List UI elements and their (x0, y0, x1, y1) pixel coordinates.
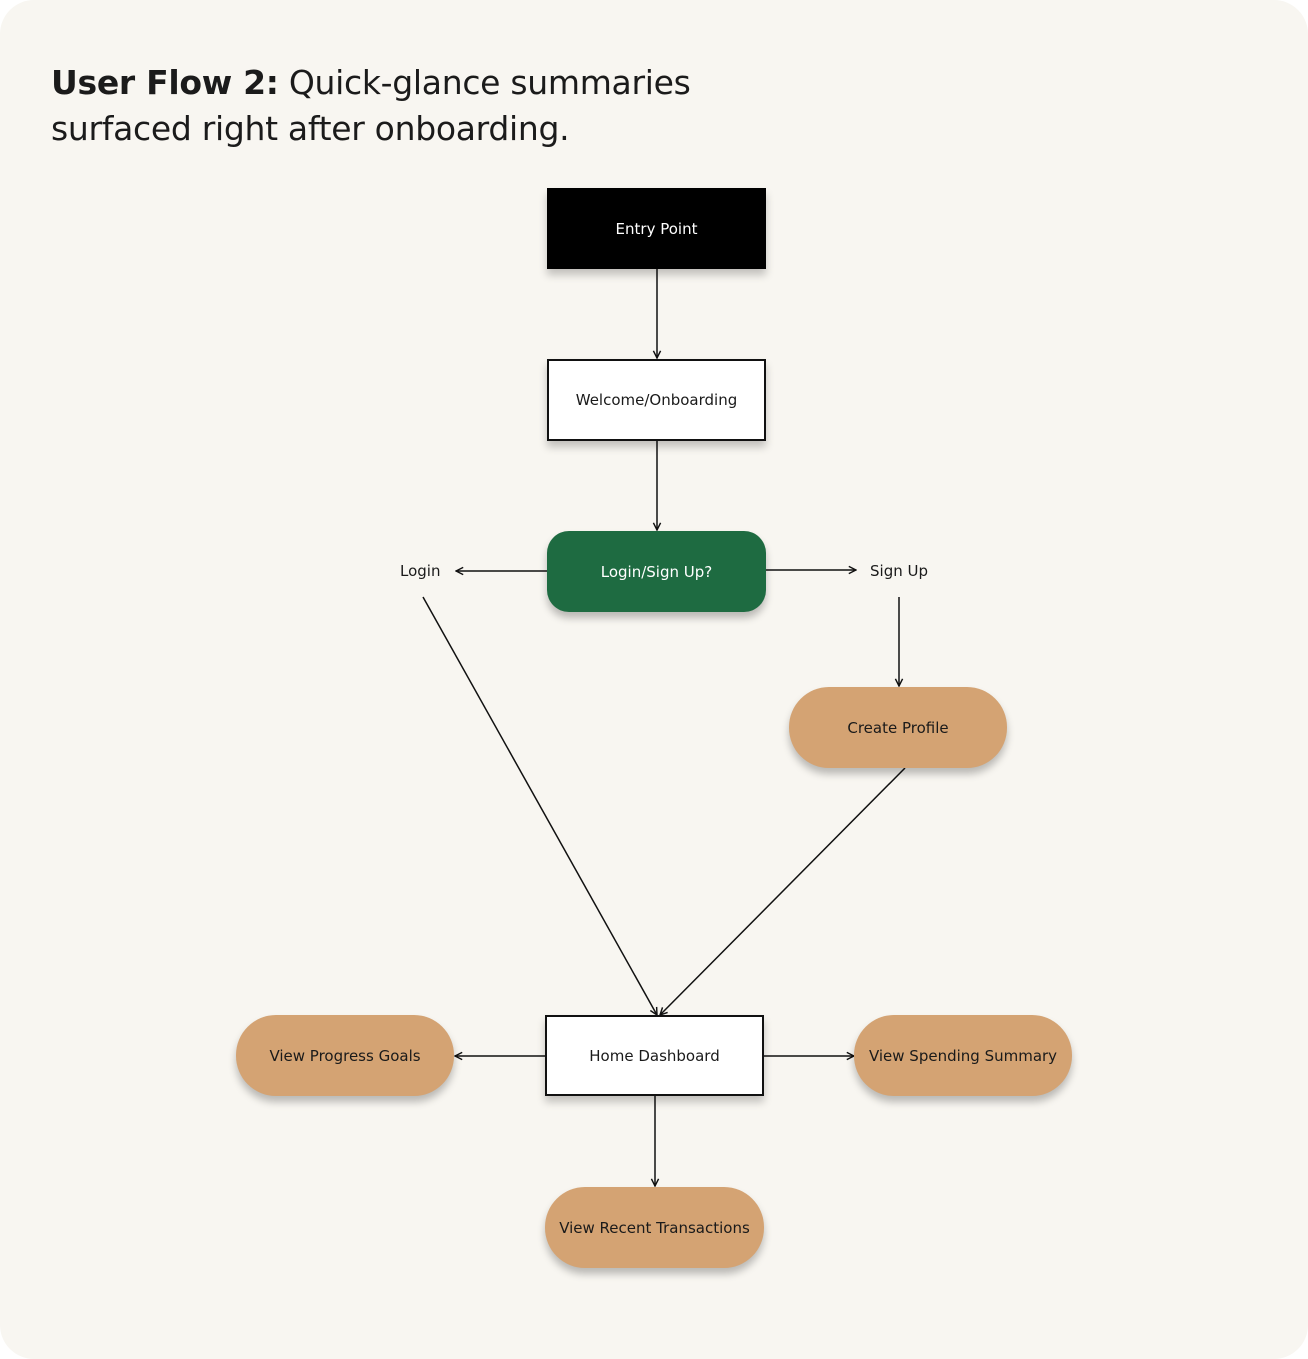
entry-point-node: Entry Point (547, 188, 766, 269)
view-recent-transactions-label: View Recent Transactions (559, 1218, 750, 1237)
view-spending-summary-node: View Spending Summary (854, 1015, 1072, 1096)
view-progress-goals-label: View Progress Goals (269, 1046, 421, 1065)
home-dashboard-label: Home Dashboard (589, 1046, 720, 1065)
arrow-login-to-home (422, 596, 657, 1015)
welcome-onboarding-label: Welcome/Onboarding (575, 391, 738, 409)
page-title: User Flow 2: Quick-glance summaries surf… (51, 60, 771, 152)
view-progress-goals-node: View Progress Goals (236, 1015, 454, 1096)
home-dashboard-node: Home Dashboard (545, 1015, 764, 1096)
title-rest: Quick-glance summaries surfaced right af… (51, 63, 691, 148)
view-spending-summary-label: View Spending Summary (868, 1046, 1058, 1065)
create-profile-node: Create Profile (789, 687, 1007, 768)
login-signup-label: Login/Sign Up? (600, 562, 713, 581)
welcome-onboarding-node: Welcome/Onboarding (547, 359, 766, 441)
login-branch-label: Login (400, 562, 441, 580)
title-bold: User Flow 2: (51, 63, 279, 102)
login-signup-decision-node: Login/Sign Up? (547, 531, 766, 612)
create-profile-label: Create Profile (847, 718, 949, 737)
entry-point-label: Entry Point (615, 219, 698, 238)
arrow-profile-to-home (660, 767, 906, 1015)
view-recent-transactions-node: View Recent Transactions (545, 1187, 764, 1268)
signup-branch-label: Sign Up (870, 562, 928, 580)
